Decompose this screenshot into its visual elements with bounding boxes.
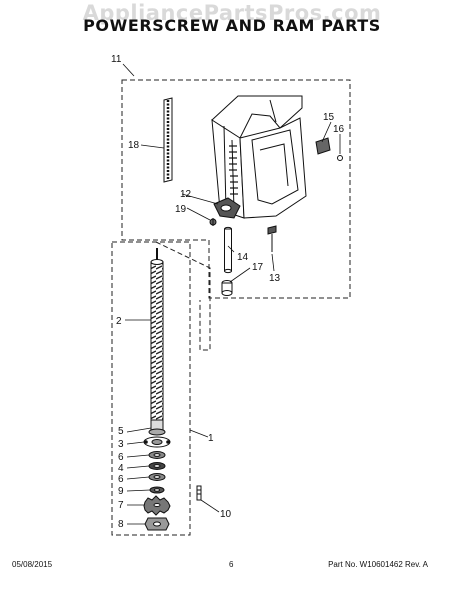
callout-19: 19 bbox=[175, 204, 187, 215]
callout-13: 13 bbox=[269, 273, 281, 284]
ram-bracket bbox=[315, 137, 343, 161]
callout-12: 12 bbox=[180, 189, 192, 200]
callout-17: 17 bbox=[252, 262, 264, 273]
rod-bushing bbox=[221, 280, 233, 296]
callout-18: 18 bbox=[128, 140, 140, 151]
callout-10: 10 bbox=[220, 509, 232, 520]
callout-15: 15 bbox=[323, 112, 335, 123]
screw-coupling bbox=[148, 419, 166, 436]
ram-nut-bracket bbox=[213, 197, 241, 219]
callout-7: 7 bbox=[118, 500, 124, 511]
callout-5: 5 bbox=[118, 426, 124, 437]
guide-rod bbox=[224, 226, 232, 274]
screw-pin bbox=[196, 485, 202, 501]
bearing-plate bbox=[143, 436, 171, 448]
callout-14: 14 bbox=[237, 252, 249, 263]
callout-2: 2 bbox=[116, 316, 122, 327]
footer-part-number: Part No. W10601462 Rev. A bbox=[328, 560, 428, 569]
powerscrew-assembly-boundary bbox=[111, 241, 191, 536]
washer-stack bbox=[148, 451, 166, 481]
callout-11: 11 bbox=[111, 54, 122, 65]
link-line bbox=[155, 241, 211, 351]
callout-1: 1 bbox=[208, 433, 214, 444]
callout-9: 9 bbox=[118, 486, 124, 497]
callout-4: 4 bbox=[118, 463, 124, 474]
callout-16: 16 bbox=[333, 124, 345, 135]
callout-3: 3 bbox=[118, 439, 124, 450]
drive-sprocket bbox=[143, 495, 171, 516]
leader-lines bbox=[122, 63, 341, 525]
callout-6-upper: 6 bbox=[118, 452, 124, 463]
ram-screw bbox=[209, 218, 217, 226]
footer-date: 05/08/2015 bbox=[12, 560, 53, 569]
powerscrew bbox=[150, 248, 164, 421]
callout-6-lower: 6 bbox=[118, 474, 124, 485]
thrust-washer bbox=[149, 486, 165, 494]
ram-pad-strip bbox=[163, 97, 173, 183]
watermark: AppliancePartsPros.com bbox=[82, 1, 382, 25]
callout-8: 8 bbox=[118, 519, 124, 530]
footer-page-number: 6 bbox=[229, 560, 234, 569]
screw-nut bbox=[144, 517, 170, 531]
ram-rack-teeth bbox=[229, 145, 238, 195]
page-title: POWERSCREW AND RAM PARTS bbox=[83, 16, 381, 35]
ram-bolt bbox=[267, 225, 277, 252]
ram-assembly-boundary bbox=[121, 79, 351, 299]
